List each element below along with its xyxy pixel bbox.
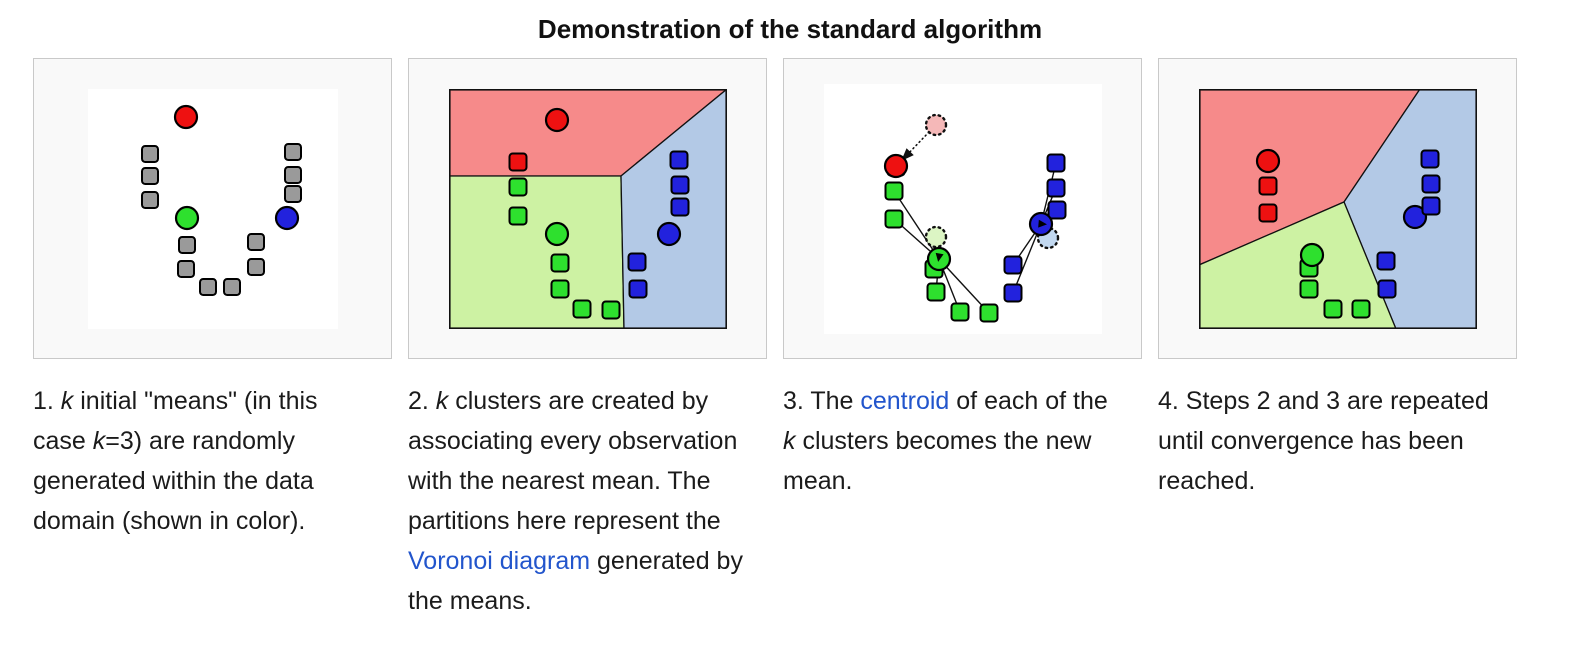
panel-step-1	[33, 58, 392, 359]
caption-text: generated by the means.	[408, 547, 743, 615]
voronoi-diagram-link[interactable]: Voronoi diagram	[408, 547, 591, 575]
figure-step-3: 3. The centroid of each of the k cluster…	[783, 58, 1142, 646]
panel-step-2	[408, 58, 767, 359]
italic-k: k	[435, 387, 449, 415]
panel-step-4	[1158, 58, 1517, 359]
kmeans-step-4-diagram[interactable]	[1198, 88, 1477, 329]
caption-step-4: 4. Steps 2 and 3 are repeated until conv…	[1158, 381, 1498, 501]
centroid-link[interactable]: centroid	[860, 387, 950, 415]
caption-text: initial "means" (in this case	[33, 387, 318, 455]
caption-text: 1.	[33, 387, 61, 415]
kmeans-demo-figure: Demonstration of the standard algorithm …	[0, 14, 1580, 646]
figure-title: Demonstration of the standard algorithm	[537, 14, 1043, 44]
caption-step-1: 1. k initial "means" (in this case k=3) …	[33, 381, 373, 541]
caption-text: clusters are created by associating ever…	[408, 387, 738, 535]
italic-k: k	[783, 427, 796, 455]
kmeans-step-3-diagram[interactable]	[823, 83, 1102, 334]
figure-step-1: 1. k initial "means" (in this case k=3) …	[33, 58, 392, 646]
italic-k: k	[60, 387, 74, 415]
caption-text: of each of the	[949, 387, 1108, 415]
panels-row: 1. k initial "means" (in this case k=3) …	[33, 58, 1580, 646]
caption-step-3: 3. The centroid of each of the k cluster…	[783, 381, 1123, 501]
caption-text: 2.	[408, 387, 436, 415]
caption-text: clusters becomes the new mean.	[783, 427, 1092, 495]
kmeans-step-1-diagram[interactable]	[87, 88, 338, 329]
figure-step-2: 2. k clusters are created by associating…	[408, 58, 767, 646]
kmeans-step-2-diagram[interactable]	[448, 88, 727, 329]
figure-step-4: 4. Steps 2 and 3 are repeated until conv…	[1158, 58, 1517, 646]
caption-step-2: 2. k clusters are created by associating…	[408, 381, 748, 621]
italic-k: k	[92, 427, 106, 455]
caption-text: =3) are randomly generated within the da…	[33, 427, 314, 535]
caption-text: 3. The	[783, 387, 861, 415]
caption-text: 4. Steps 2 and 3 are repeated until conv…	[1158, 387, 1489, 495]
panel-step-3	[783, 58, 1142, 359]
